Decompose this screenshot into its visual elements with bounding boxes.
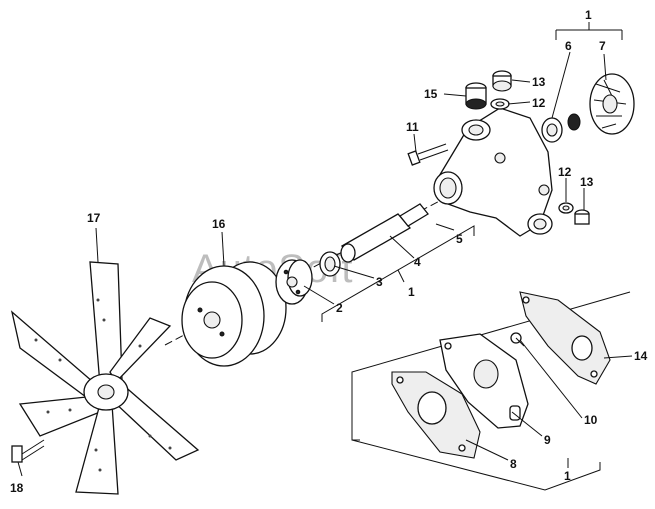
seal-ring bbox=[319, 251, 341, 277]
callout-13-right: 13 bbox=[580, 175, 594, 189]
plug-cap-top bbox=[492, 70, 512, 92]
pulley-bore bbox=[203, 311, 221, 329]
washer-top bbox=[490, 98, 510, 110]
callout-12-right: 12 bbox=[558, 165, 572, 179]
bracket-bottom-assembly bbox=[351, 291, 631, 491]
callout-13-top: 13 bbox=[532, 75, 546, 89]
callout-3: 3 bbox=[376, 275, 383, 289]
shaft-axis-line bbox=[164, 184, 471, 346]
bracket-top-assembly bbox=[555, 22, 623, 40]
callout-1-middle: 1 bbox=[408, 285, 415, 299]
callout-9: 9 bbox=[544, 433, 551, 447]
callout-11: 11 bbox=[406, 120, 419, 134]
callout-10: 10 bbox=[584, 413, 598, 427]
pulley bbox=[181, 261, 287, 367]
impeller bbox=[589, 73, 635, 135]
callout-4: 4 bbox=[414, 255, 421, 269]
fan-bolt bbox=[11, 439, 45, 463]
callout-5: 5 bbox=[456, 232, 463, 246]
gasket-upper bbox=[519, 291, 611, 385]
callout-6: 6 bbox=[565, 39, 572, 53]
callout-1-top: 1 bbox=[585, 8, 592, 22]
hub-flange bbox=[275, 259, 313, 305]
callout-15: 15 bbox=[424, 87, 438, 101]
callout-12-top: 12 bbox=[532, 96, 546, 110]
bracket-middle-assembly bbox=[321, 225, 475, 322]
leader-lines bbox=[17, 51, 633, 477]
fan-blade-assembly bbox=[10, 261, 200, 495]
bearing-shaft bbox=[340, 203, 429, 263]
callout-14: 14 bbox=[634, 349, 648, 363]
callout-7: 7 bbox=[599, 39, 606, 53]
pump-housing bbox=[433, 107, 553, 237]
cover-screw bbox=[510, 332, 525, 347]
callout-18: 18 bbox=[10, 481, 24, 495]
callout-1-bottom: 1 bbox=[564, 469, 571, 483]
gasket-lower bbox=[391, 371, 481, 459]
callout-8: 8 bbox=[510, 457, 517, 471]
fan-hub-bore bbox=[97, 384, 115, 400]
pump-seal bbox=[541, 113, 581, 143]
plug-cap-right bbox=[574, 209, 590, 225]
callout-16: 16 bbox=[212, 217, 226, 231]
washer-right bbox=[558, 202, 574, 214]
callout-17: 17 bbox=[87, 211, 101, 225]
sensor-plug bbox=[465, 82, 487, 110]
callout-2: 2 bbox=[336, 301, 343, 315]
housing-bolt bbox=[407, 143, 449, 166]
callout-labels: 1 6 7 13 12 15 11 12 13 5 4 3 2 1 16 17 … bbox=[10, 8, 648, 495]
